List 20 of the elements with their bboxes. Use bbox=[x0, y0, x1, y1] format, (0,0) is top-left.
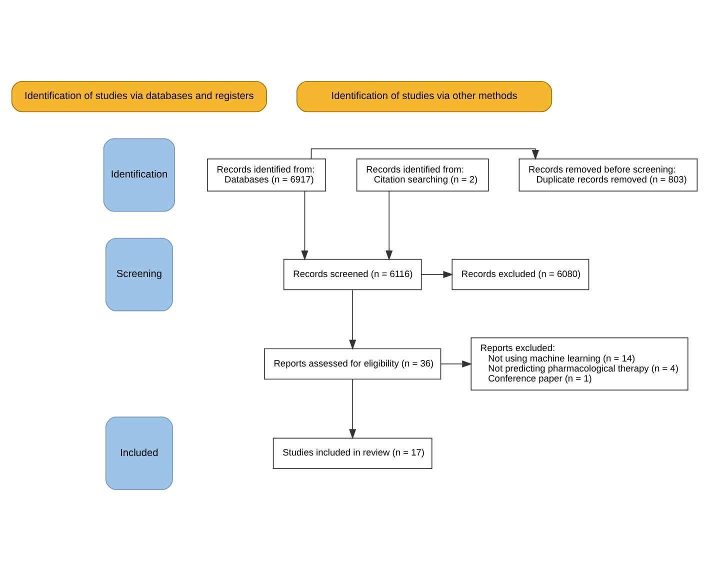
arrow bbox=[420, 270, 454, 278]
node-box: Records identified from: Databases (n = 6917) bbox=[207, 158, 326, 191]
arrow bbox=[386, 190, 393, 260]
node-box: Reports assessed for eligibility (n = 36) bbox=[264, 348, 442, 380]
node-box: Screening bbox=[105, 237, 173, 311]
node-box: Records screened (n = 6116) bbox=[283, 258, 422, 290]
node-box: Records excluded (n = 6080) bbox=[452, 258, 590, 290]
arrow bbox=[440, 360, 472, 367]
node-box: Reports excluded: Not using machine learning (n = 14) Not predicting pharmacological therapy (n = 4) Conference paper (n = 1) bbox=[470, 336, 688, 390]
node-box: Records removed before screening: Duplicate records removed (n = 803) bbox=[518, 158, 698, 191]
node-box: Included bbox=[105, 416, 173, 490]
node-box: Studies included in review (n = 17) bbox=[272, 437, 432, 468]
arrow bbox=[349, 378, 356, 439]
node-box: Identification of studies via other methods bbox=[296, 80, 552, 112]
node-box: Identification of studies via databases and registers bbox=[11, 80, 267, 112]
arrow bbox=[310, 148, 539, 160]
arrow bbox=[301, 190, 308, 260]
node-box: Identification bbox=[103, 138, 176, 212]
node-box: Records identified from: Citation searching (n = 2) bbox=[356, 158, 489, 191]
arrow bbox=[349, 289, 356, 350]
